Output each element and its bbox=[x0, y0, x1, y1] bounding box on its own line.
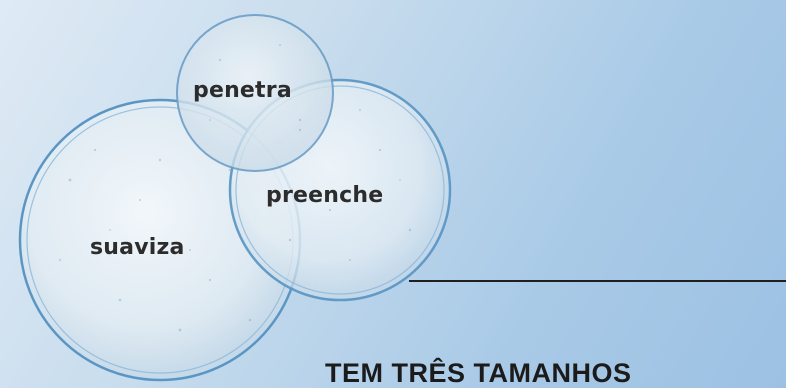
label-suaviza: suaviza bbox=[90, 235, 185, 260]
sphere-penetra bbox=[176, 14, 334, 172]
sphere-speckles bbox=[59, 44, 412, 332]
heading-text: TEM TRÊS TAMANHOS bbox=[325, 358, 632, 388]
label-penetra: penetra bbox=[193, 78, 292, 103]
divider-line bbox=[409, 280, 786, 282]
label-preenche: preenche bbox=[266, 183, 384, 208]
